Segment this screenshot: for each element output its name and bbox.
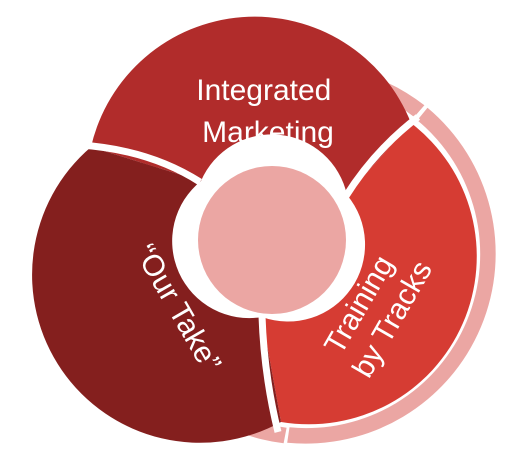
segment-training-by-tracks [262, 123, 477, 425]
separator-bottom [258, 315, 282, 433]
segment-integrated-marketing [91, 16, 411, 195]
label-integrated-marketing: Integrated Marketing [196, 74, 339, 149]
segment-our-take [32, 147, 281, 443]
label-integrated-marketing-line-2: Marketing [202, 116, 334, 149]
segment-separators [80, 114, 421, 433]
separator-right [343, 114, 421, 198]
center-circle [198, 166, 346, 314]
separator-left [80, 141, 202, 185]
label-integrated-marketing-line-1: Integrated [196, 74, 331, 107]
